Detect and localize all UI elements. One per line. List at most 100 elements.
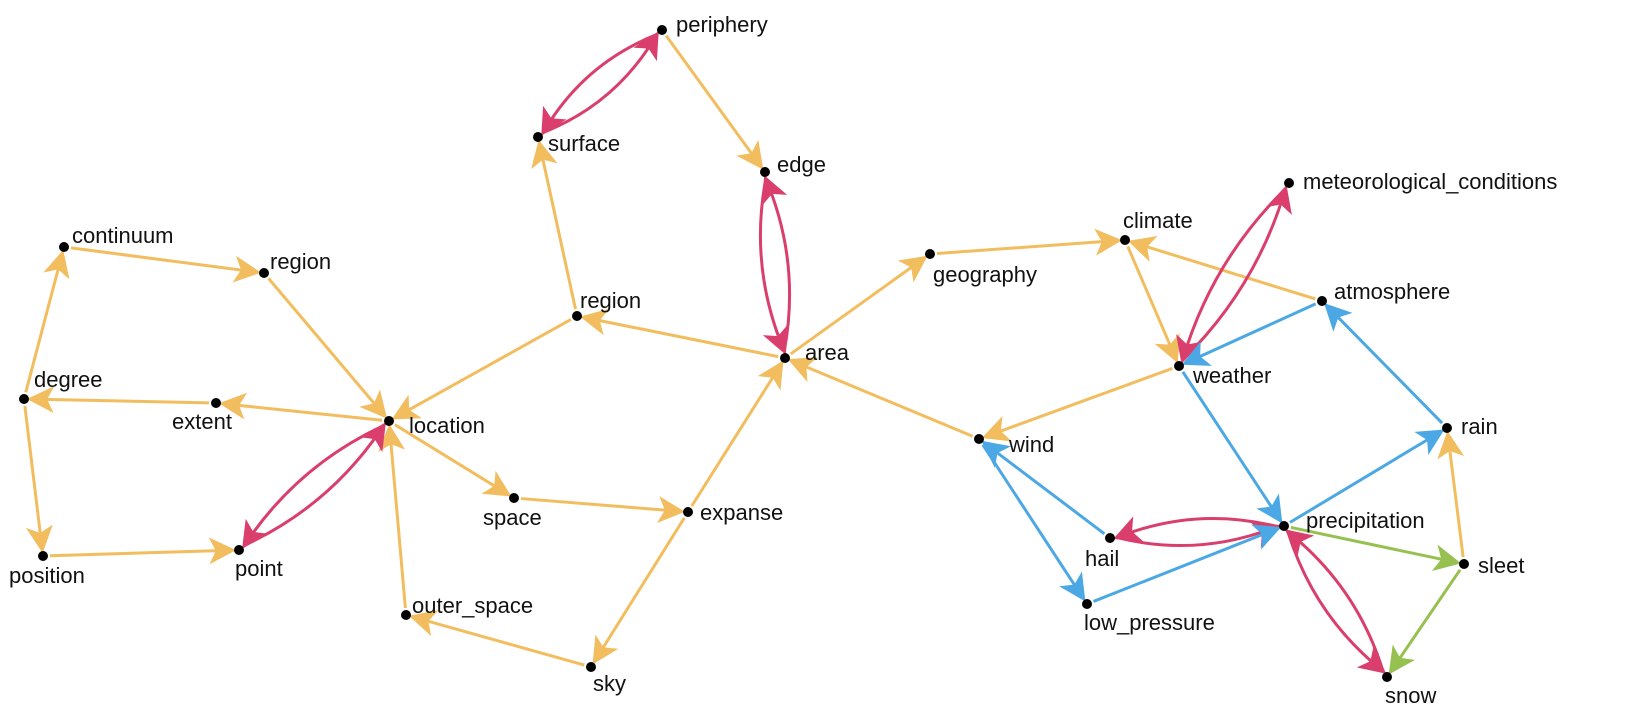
node-dot — [1459, 559, 1469, 569]
edge-climate-to-weather — [1126, 245, 1180, 364]
node-dot — [1082, 599, 1092, 609]
node-label: region — [270, 249, 331, 274]
node-space: space — [483, 493, 542, 530]
edge-sleet-to-snow — [1388, 568, 1462, 675]
node-label: extent — [172, 409, 232, 434]
node-label: low_pressure — [1084, 610, 1215, 635]
node-label: hail — [1085, 546, 1119, 571]
edge-rain-to-atmosphere — [1324, 303, 1444, 425]
node-label: meteorological_conditions — [1303, 169, 1557, 194]
node-dot — [509, 493, 519, 503]
node-area: area — [780, 340, 850, 365]
node-location: location — [384, 413, 485, 438]
node-label: sky — [593, 671, 626, 696]
edge-hail-to-wind — [981, 440, 1106, 535]
node-label: wind — [1008, 432, 1054, 457]
edge-meteorological_conditions-to-weather — [1176, 187, 1287, 364]
node-label: sleet — [1478, 553, 1524, 578]
edge-continuum-to-region_left — [70, 246, 262, 283]
node-label: surface — [548, 131, 620, 156]
node-label: space — [483, 505, 542, 530]
node-dot — [259, 268, 269, 278]
edge-precipitation-to-rain — [1289, 429, 1445, 524]
edge-extent-to-degree — [26, 386, 210, 414]
edge-periphery-to-surface — [541, 33, 658, 136]
node-dot — [760, 167, 770, 177]
node-dot — [925, 249, 935, 259]
node-dot — [19, 394, 29, 404]
node-dot — [1317, 296, 1327, 306]
node-low_pressure: low_pressure — [1082, 599, 1215, 635]
node-dot — [974, 434, 984, 444]
edge-outer_space-to-location — [378, 423, 407, 609]
edge-region_mid-to-location — [391, 318, 572, 420]
node-rain: rain — [1442, 414, 1498, 439]
node-surface: surface — [533, 131, 620, 156]
edge-region_mid-to-surface — [531, 139, 577, 310]
edge-expanse-to-sky — [592, 517, 686, 665]
node-dot — [1174, 361, 1184, 371]
node-dot — [780, 353, 790, 363]
node-label: weather — [1192, 363, 1271, 388]
node-continuum: continuum — [59, 223, 174, 252]
node-label: climate — [1123, 208, 1193, 233]
node-snow: snow — [1382, 672, 1436, 708]
edge-low_pressure-to-precipitation — [1092, 524, 1282, 603]
node-label: atmosphere — [1334, 279, 1450, 304]
node-precipitation: precipitation — [1279, 508, 1425, 533]
node-outer_space: outer_space — [401, 593, 533, 620]
node-label: snow — [1385, 683, 1436, 708]
node-dot — [683, 507, 693, 517]
node-region_mid: region — [572, 288, 641, 321]
node-label: point — [235, 556, 283, 581]
edge-position-to-point — [49, 537, 237, 565]
node-label: position — [9, 563, 85, 588]
edge-geography-to-climate — [936, 228, 1123, 256]
edge-weather-to-precipitation — [1181, 371, 1283, 524]
edge-surface-to-periphery — [542, 31, 659, 134]
edge-location-to-extent — [218, 392, 383, 422]
node-label: rain — [1461, 414, 1498, 439]
node-dot — [38, 551, 48, 561]
node-dot — [572, 311, 582, 321]
node-label: precipitation — [1306, 508, 1425, 533]
node-expanse: expanse — [683, 500, 783, 525]
edge-degree-to-continuum — [24, 249, 70, 393]
node-dot — [1382, 672, 1392, 682]
node-dot — [533, 132, 543, 142]
edge-wind-to-area — [787, 357, 974, 438]
node-label: region — [580, 288, 641, 313]
edges-layer — [23, 31, 1465, 675]
node-label: location — [409, 413, 485, 438]
edge-snow-to-precipitation — [1284, 529, 1385, 672]
node-dot — [234, 545, 244, 555]
node-position: position — [9, 551, 85, 588]
node-dot — [1120, 235, 1130, 245]
node-label: periphery — [676, 12, 768, 37]
node-dot — [1284, 178, 1294, 188]
edge-location-to-space — [394, 423, 512, 497]
node-dot — [586, 662, 596, 672]
edge-area-to-region_mid — [579, 308, 779, 359]
node-periphery: periphery — [657, 12, 768, 37]
node-label: geography — [933, 262, 1037, 287]
node-label: area — [805, 340, 850, 365]
node-region_left: region — [259, 249, 331, 278]
node-label: degree — [34, 367, 103, 392]
edge-wind-to-low_pressure — [981, 444, 1086, 602]
node-degree: degree — [19, 367, 103, 404]
node-extent: extent — [172, 398, 232, 434]
node-dot — [59, 242, 69, 252]
nodes-layer: periphery surface edge continuum region degre… — [9, 12, 1557, 708]
edge-edge-to-area — [758, 178, 788, 355]
node-dot — [1442, 423, 1452, 433]
node-sky: sky — [586, 662, 626, 696]
edge-area-to-edge — [762, 175, 792, 352]
node-atmosphere: atmosphere — [1317, 279, 1450, 306]
node-edge: edge — [760, 152, 826, 177]
node-climate: climate — [1120, 208, 1193, 245]
edge-atmosphere-to-climate — [1127, 235, 1316, 301]
edge-precipitation-to-sleet — [1290, 525, 1462, 572]
edge-point-to-location — [243, 422, 386, 547]
